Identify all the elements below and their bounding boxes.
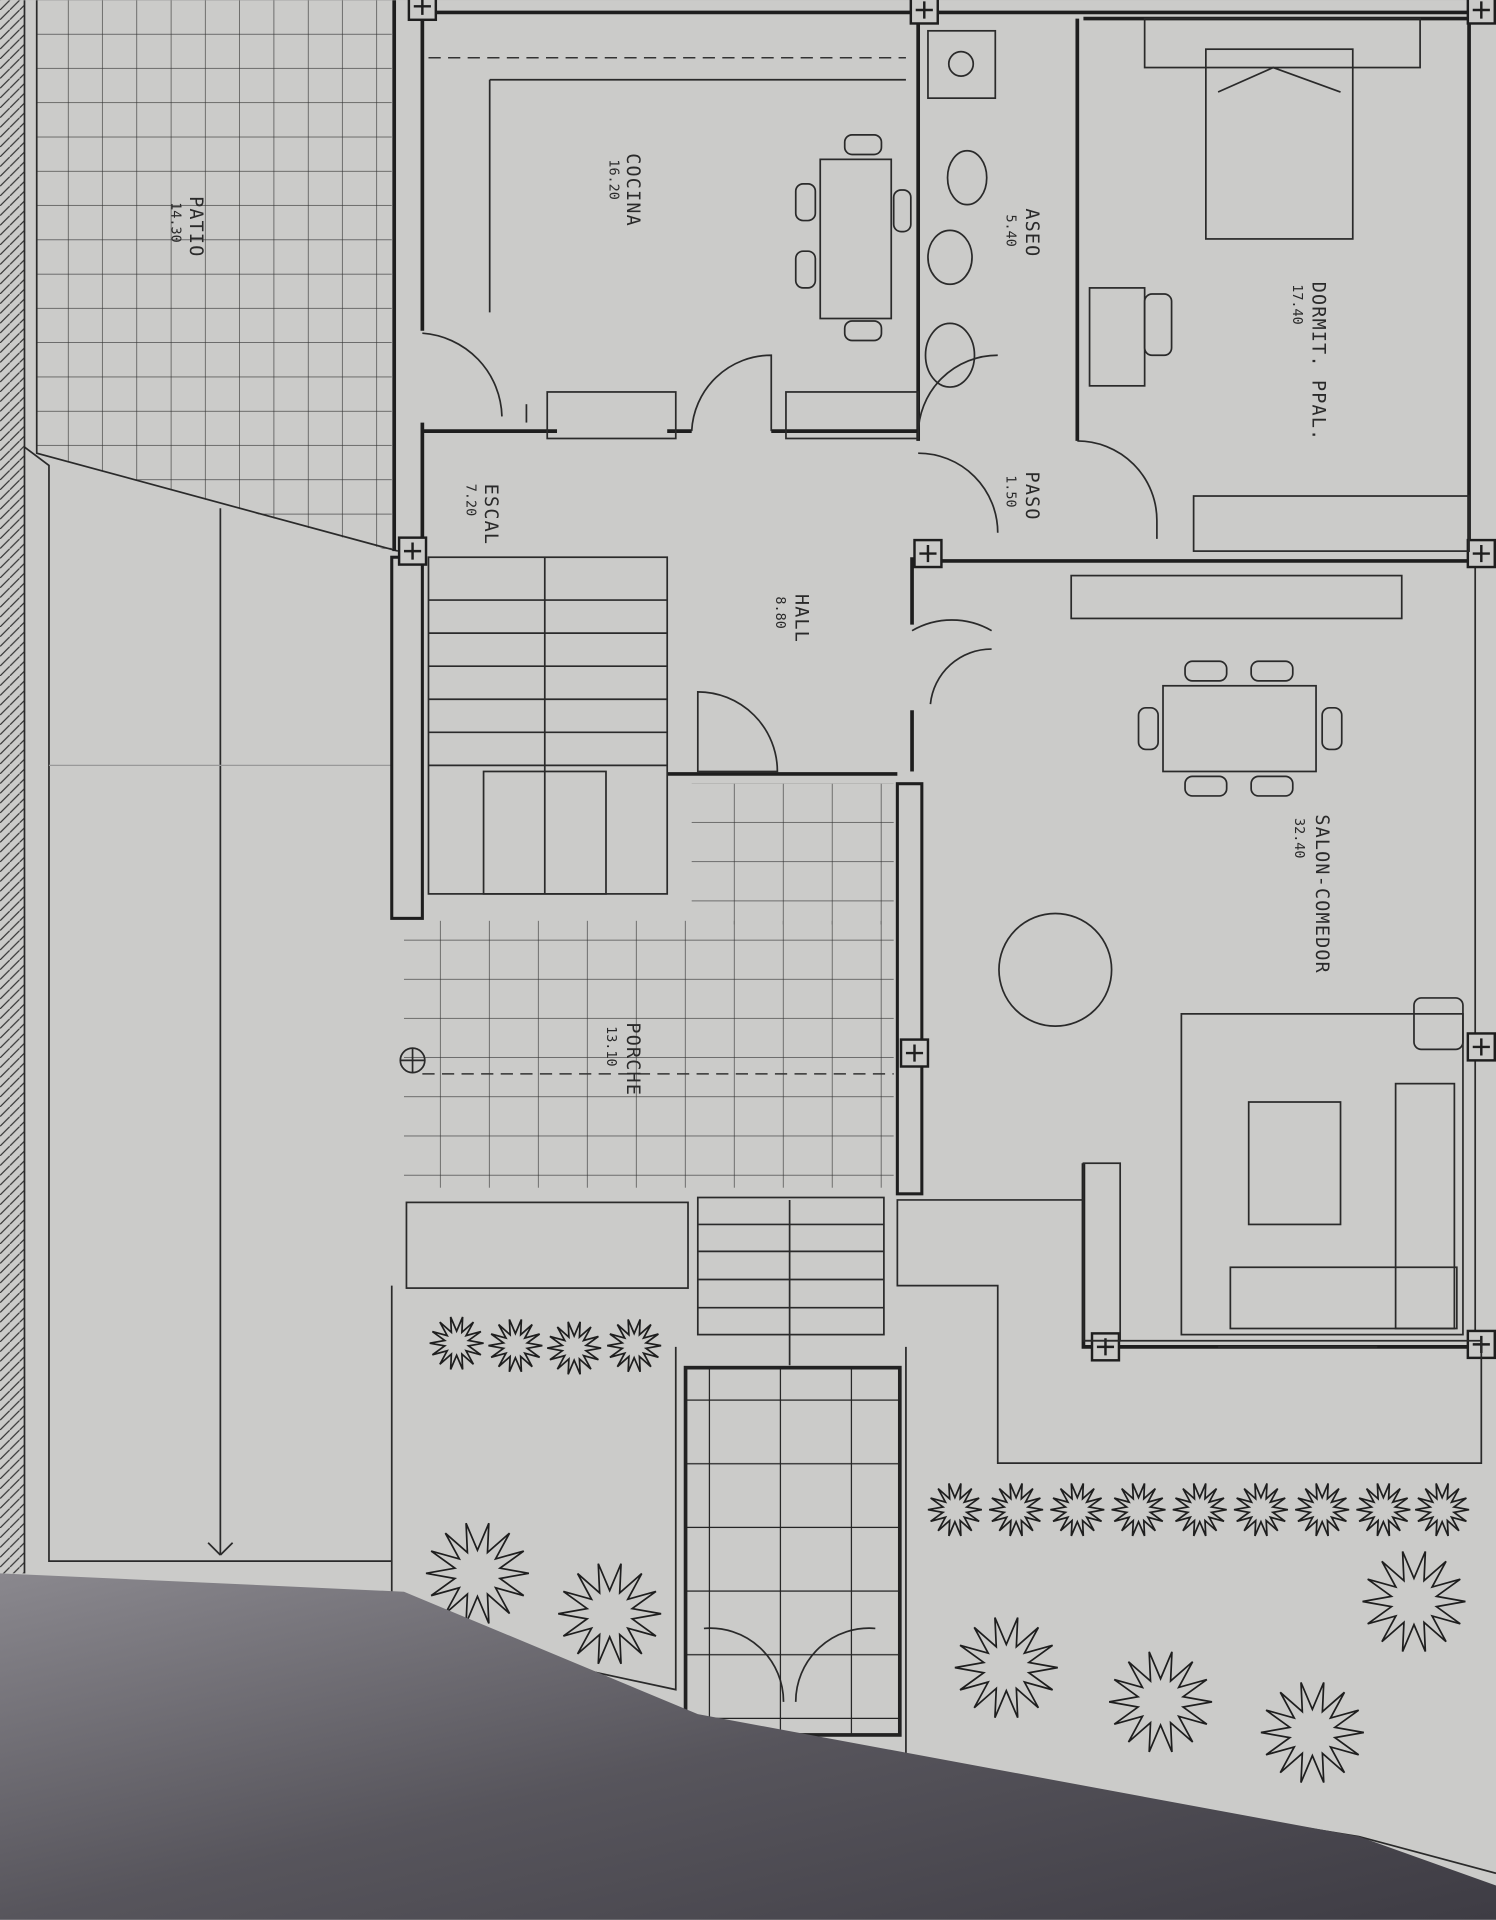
room-name: PATIO <box>185 196 206 257</box>
bedroom-furniture <box>1088 17 1470 552</box>
column-marker-icon <box>909 0 939 25</box>
plant-icon <box>607 1319 662 1373</box>
room-label-cocina: COCINA 16.20 <box>606 153 643 227</box>
room-label-hall: HALL 8.80 <box>772 594 812 643</box>
porch-area <box>399 783 894 1188</box>
room-name: PASO <box>1021 472 1042 521</box>
plant-icon <box>425 1522 530 1624</box>
room-name: ASEO <box>1021 208 1042 257</box>
photo-shadow <box>0 1573 1496 1920</box>
plant-icon <box>1415 1483 1470 1537</box>
plant-icon <box>1295 1483 1350 1537</box>
entrance-steps <box>696 1196 885 1366</box>
room-area: 8.80 <box>772 596 787 628</box>
plant-icon <box>547 1321 602 1375</box>
room-name: HALL <box>791 594 812 643</box>
garden-path <box>683 1365 902 1737</box>
room-area: 32.40 <box>1291 818 1306 859</box>
plant-icon <box>1356 1483 1411 1537</box>
plant-icon <box>1260 1682 1364 1783</box>
plant-icon <box>989 1483 1044 1537</box>
room-area: 1.50 <box>1002 475 1017 507</box>
plant-icon <box>1172 1483 1227 1537</box>
patio-area <box>35 0 399 552</box>
plant-icon <box>1111 1483 1166 1537</box>
room-area: 5.40 <box>1002 214 1017 246</box>
column-marker-icon <box>1466 0 1496 25</box>
boundary-wall-hatch <box>0 0 25 1574</box>
column-markers <box>397 0 1496 1362</box>
plant-icon <box>927 1483 982 1537</box>
doors <box>422 332 1158 1702</box>
room-name: SALON-COMEDOR <box>1311 814 1332 974</box>
staircase <box>427 556 669 895</box>
column-marker-icon <box>1466 1032 1496 1062</box>
room-area: 14.30 <box>167 202 182 242</box>
column-marker-icon <box>397 536 428 566</box>
plant-icon <box>1050 1483 1105 1537</box>
plant-icon <box>1108 1651 1213 1753</box>
room-label-salon: SALON-COMEDOR 32.40 <box>1291 814 1332 974</box>
column-marker-icon <box>913 538 943 569</box>
fine-tile-left <box>405 1201 689 1289</box>
plant-icon <box>558 1563 662 1665</box>
column-marker-icon <box>1466 538 1496 569</box>
room-area: 16.20 <box>606 159 621 200</box>
side-yard <box>23 446 392 1562</box>
plant-icon <box>954 1617 1058 1719</box>
room-name: DORMIT. PPAL. <box>1307 282 1328 442</box>
column-marker-icon <box>407 0 438 22</box>
room-label-escal: ESCAL 7.20 <box>462 484 500 545</box>
room-label-dormit: DORMIT. PPAL. 17.40 <box>1289 282 1329 442</box>
plant-icon <box>1233 1483 1289 1537</box>
room-label-porche: PORCHE 13.10 <box>603 1022 643 1096</box>
bathroom-fixtures <box>924 29 997 388</box>
living-dining-furniture <box>998 574 1464 1348</box>
walls <box>390 0 1477 1349</box>
column-marker-icon <box>899 1038 930 1068</box>
room-area: 17.40 <box>1289 284 1304 325</box>
room-name: PORCHE <box>622 1022 643 1096</box>
plant-icon <box>1362 1551 1466 1652</box>
room-label-patio: PATIO 14.30 <box>167 196 205 257</box>
kitchen-table <box>794 134 912 342</box>
room-area: 7.20 <box>462 484 477 516</box>
room-label-aseo: ASEO 5.40 <box>1002 208 1042 257</box>
room-area: 13.10 <box>603 1026 618 1067</box>
room-name: ESCAL <box>480 484 501 545</box>
plant-icon <box>429 1316 484 1370</box>
room-label-paso: PASO 1.50 <box>1002 472 1042 521</box>
garden-plants <box>425 1316 1470 1783</box>
column-marker-icon <box>1090 1332 1121 1362</box>
plant-icon <box>488 1319 543 1373</box>
room-name: COCINA <box>622 153 643 227</box>
